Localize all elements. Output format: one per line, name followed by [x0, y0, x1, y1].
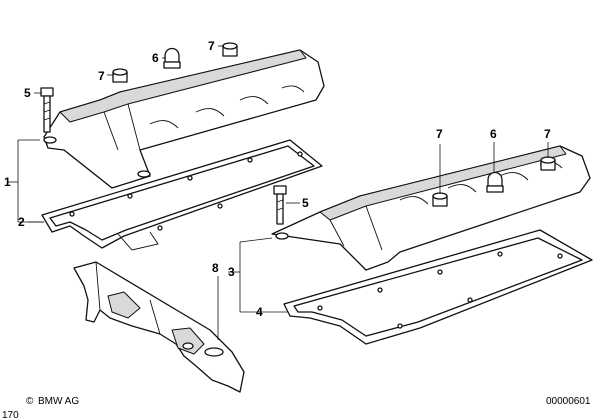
right-gasket — [283, 229, 593, 345]
right-valve-cover — [271, 145, 591, 271]
left-valve-cover — [43, 49, 325, 189]
left-bolt — [40, 87, 54, 133]
corner-number: 170 — [2, 410, 19, 420]
footer: © BMW AG 00000601 170 — [2, 396, 591, 420]
right-nut-b — [540, 156, 556, 171]
callout-labels: 1 2 3 4 5 5 6 6 7 7 7 7 8 — [4, 39, 551, 319]
callout-1: 1 — [4, 175, 11, 189]
left-nut-a — [112, 68, 128, 83]
callout-5-right: 5 — [302, 196, 309, 210]
callout-7-right-b: 7 — [544, 127, 551, 141]
callout-3: 3 — [228, 265, 235, 279]
callout-8: 8 — [212, 261, 219, 275]
callout-7-right-a: 7 — [436, 127, 443, 141]
left-nut-b — [222, 42, 238, 57]
callout-6-right: 6 — [490, 127, 497, 141]
left-gasket — [41, 139, 323, 251]
brand-label: BMW AG — [38, 396, 79, 407]
right-cap-nut — [486, 171, 504, 193]
leader-lines — [8, 45, 549, 340]
callout-2: 2 — [18, 215, 25, 229]
callout-5-left: 5 — [24, 86, 31, 100]
copyright-symbol: © — [26, 396, 34, 407]
callout-4: 4 — [256, 305, 263, 319]
callout-6-left: 6 — [152, 51, 159, 65]
callout-7-left-b: 7 — [208, 39, 215, 53]
diagram-number: 00000601 — [546, 396, 591, 407]
right-bolt — [273, 185, 287, 225]
callout-7-left-a: 7 — [98, 69, 105, 83]
cover-plate — [73, 261, 245, 393]
left-cap-nut — [163, 47, 181, 69]
right-nut-a — [432, 192, 448, 207]
